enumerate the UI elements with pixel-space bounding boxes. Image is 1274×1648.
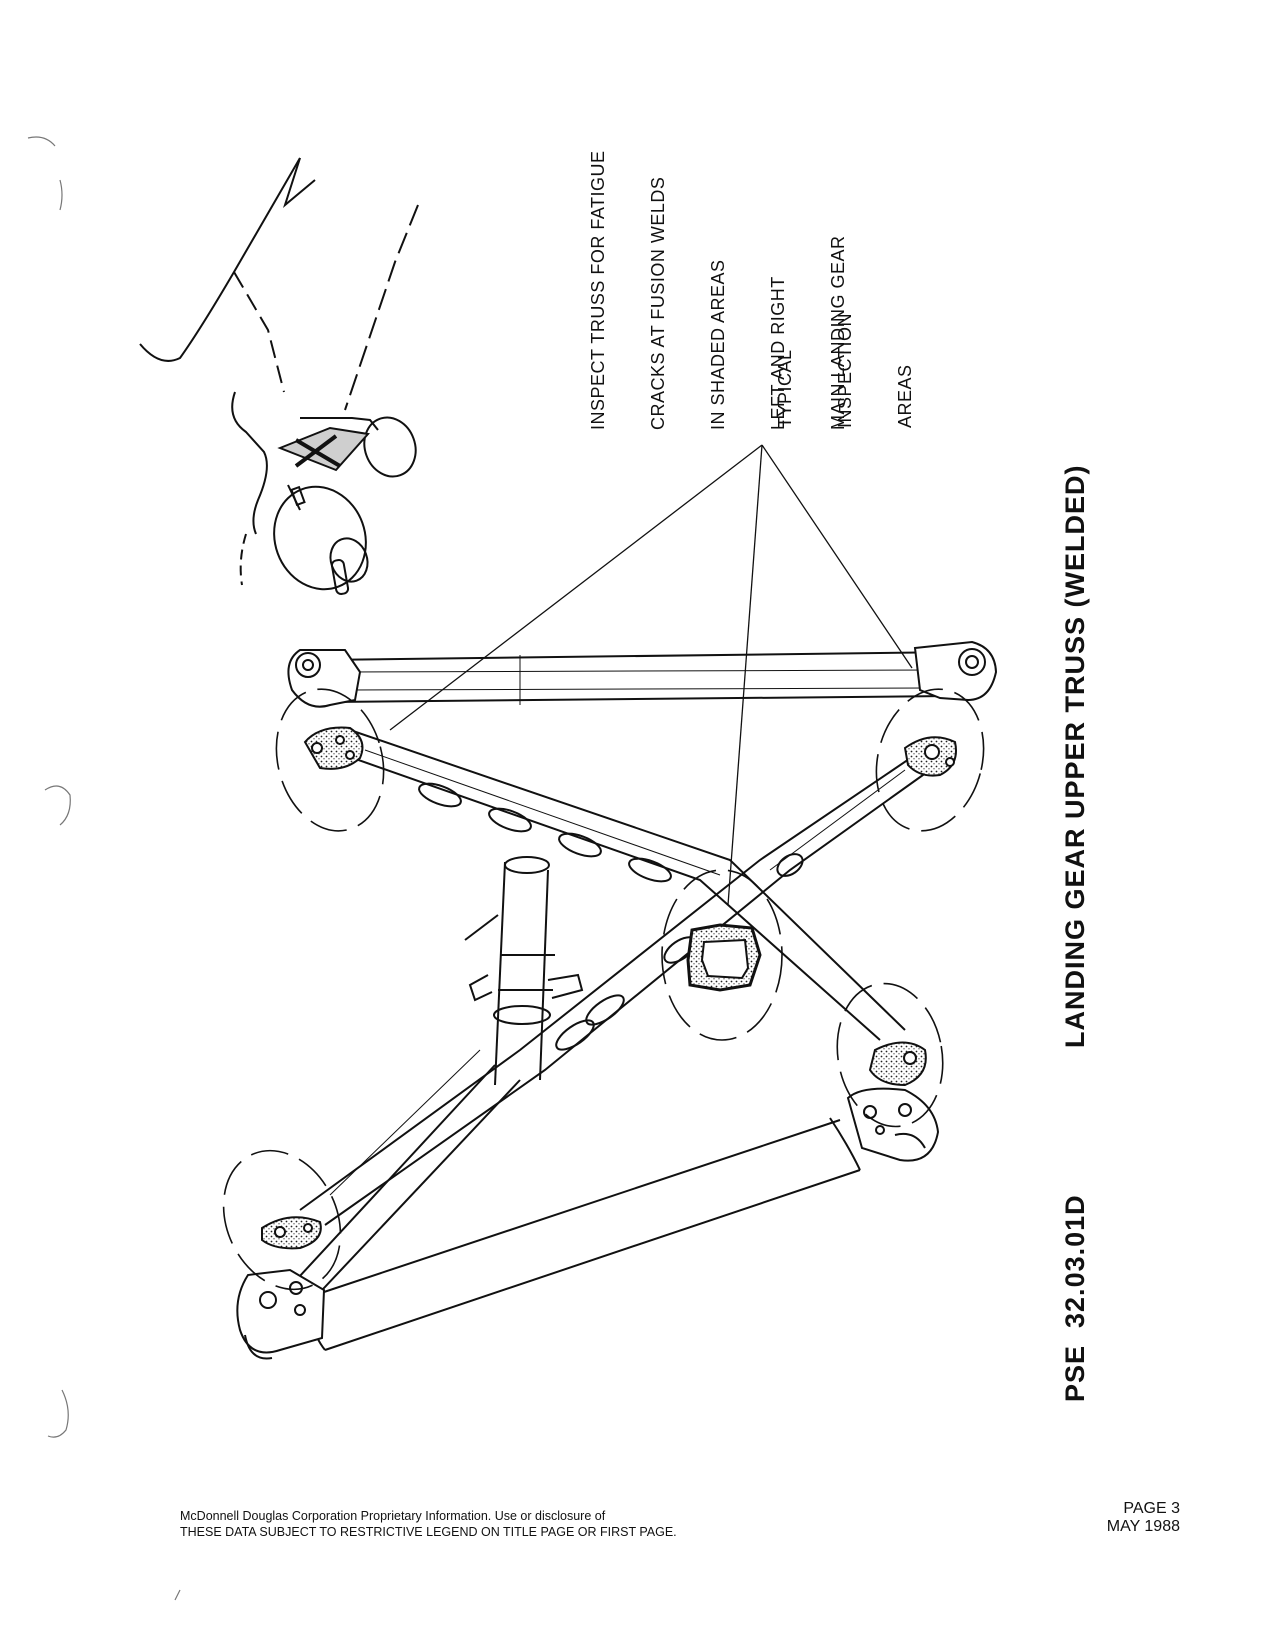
scan-marks — [27, 136, 181, 1601]
pse-number: PSE 32.03.01D — [1060, 1194, 1090, 1402]
typical-label-line-1: TYPICAL — [775, 349, 795, 428]
typical-label-line-2: INSPECTION — [835, 312, 855, 428]
proprietary-notice: McDonnell Douglas Corporation Proprietar… — [180, 1508, 677, 1540]
page-info: PAGE 3 MAY 1988 — [1060, 1500, 1180, 1536]
shaded-weld-areas — [261, 726, 957, 1250]
typical-inspection-areas-label: TYPICAL INSPECTION AREAS — [735, 313, 935, 428]
inspection-area-circles — [222, 688, 985, 1291]
inspect-note-line-3: IN SHADED AREAS — [708, 259, 728, 430]
truss-structure — [236, 640, 998, 1360]
page-title: LANDING GEAR UPPER TRUSS (WELDED) — [1060, 464, 1090, 1048]
inspect-note-line-1: INSPECT TRUSS FOR FATIGUE — [588, 150, 608, 430]
page-number: PAGE 3 — [1123, 1500, 1180, 1517]
proprietary-line-2: THESE DATA SUBJECT TO RESTRICTIVE LEGEND… — [180, 1525, 677, 1539]
page-date: MAY 1988 — [1106, 1518, 1180, 1535]
proprietary-line-1: McDonnell Douglas Corporation Proprietar… — [180, 1509, 606, 1523]
leader-lines — [389, 444, 913, 906]
typical-label-line-3: AREAS — [895, 364, 915, 428]
locator-sketch — [139, 157, 419, 595]
inspect-note-line-2: CRACKS AT FUSION WELDS — [648, 176, 668, 430]
